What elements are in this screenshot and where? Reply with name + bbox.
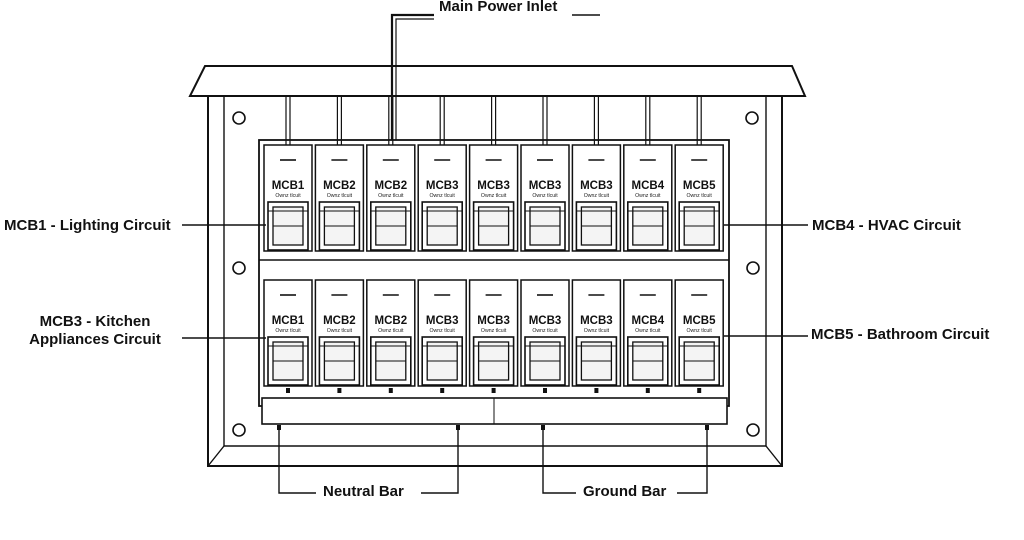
neutral-tap-right (456, 425, 460, 430)
breaker-sublabel: Ownz tlcuit (481, 193, 507, 199)
breaker-sublabel: Ownz tlcuit (635, 328, 661, 334)
main-inlet-leader (390, 13, 434, 140)
breaker-sublabel: Ownz tlcuit (481, 328, 507, 334)
bevel-corner-bl (207, 445, 225, 467)
breaker-label: MCB3 (426, 315, 459, 327)
mounting-hole-tl (232, 111, 246, 125)
top-cover (188, 65, 807, 97)
breaker-bottom-terminal (286, 388, 290, 393)
breaker-label: MCB2 (375, 180, 408, 192)
breaker-label: MCB2 (375, 315, 408, 327)
breaker-label: MCB3 (580, 180, 613, 192)
breaker-sublabel: Ownz tlcuit (430, 193, 456, 199)
neutral-tap-left (277, 425, 281, 430)
breaker-label: MCB3 (529, 180, 562, 192)
breaker-sublabel: Ownz tlcuit (327, 193, 353, 199)
breaker-label: MCB2 (323, 315, 356, 327)
ground-bar-leader-right (677, 426, 708, 494)
bevel-corner-br (765, 445, 783, 467)
breaker-bottom-terminal (491, 388, 496, 393)
breaker-label: MCB1 (272, 315, 305, 327)
mounting-hole-tr (745, 111, 759, 125)
ground-tap-left (541, 425, 545, 430)
breaker-label: MCB5 (683, 180, 716, 192)
mounting-hole-ml (232, 261, 246, 275)
mounting-hole-br (746, 423, 760, 437)
mcb4-hvac-circuit-label: MCB4 - HVAC Circuit (812, 217, 961, 235)
mounting-hole-mr (746, 261, 760, 275)
mcb3-kitchen-circuit-label: MCB3 - Kitchen Appliances Circuit (24, 313, 166, 349)
breaker-bottom-terminal (543, 388, 547, 393)
breaker-label: MCB5 (683, 315, 716, 327)
breaker-label: MCB3 (477, 315, 510, 327)
breaker-sublabel: Ownz tlcuit (430, 328, 456, 334)
breaker-sublabel: Ownz tlcuit (532, 328, 558, 334)
breaker-bottom-terminal (388, 388, 393, 393)
breaker-label: MCB3 (477, 180, 510, 192)
neutral-bar-leader-right (421, 426, 459, 494)
ground-tap-right (705, 425, 709, 430)
ground-bar-leader-left (542, 426, 576, 494)
breaker-label: MCB2 (323, 180, 356, 192)
breaker-sublabel: Ownz tlcuit (275, 193, 301, 199)
neutral-bar-leader-left (278, 426, 316, 494)
breaker-bottom-terminal (645, 388, 650, 393)
breaker-label: MCB4 (632, 315, 665, 327)
neutral-bar-label: Neutral Bar (320, 483, 407, 501)
breaker-sublabel: Ownz tlcuit (378, 328, 404, 334)
breaker-sublabel: Ownz tlcuit (687, 193, 713, 199)
breaker-label: MCB3 (529, 315, 562, 327)
breaker-sublabel: Ownz tlcuit (327, 328, 353, 334)
breaker-sublabel: Ownz tlcuit (635, 193, 661, 199)
breaker-sublabel: Ownz tlcuit (378, 193, 404, 199)
breaker-sublabel: Ownz tlcuit (532, 193, 558, 199)
breaker-label: MCB1 (272, 180, 305, 192)
mounting-hole-bl (232, 423, 246, 437)
enclosure (188, 65, 807, 467)
main-power-inlet-label: Main Power Inlet (436, 0, 561, 16)
mcb1-lighting-circuit-label: MCB1 - Lighting Circuit (4, 217, 171, 235)
main-inlet-leader-inner (395, 18, 434, 140)
ground-bar-label: Ground Bar (580, 483, 670, 501)
callout-leaders (182, 13, 808, 494)
breaker-sublabel: Ownz tlcuit (275, 328, 301, 334)
breaker-bottom-terminal (697, 388, 702, 393)
breaker-sublabel: Ownz tlcuit (584, 193, 610, 199)
breaker-sublabel: Ownz tlcuit (584, 328, 610, 334)
breaker-bottom-terminal (594, 388, 599, 393)
breaker-sublabel: Ownz tlcuit (687, 328, 713, 334)
mcb5-bathroom-circuit-label: MCB5 - Bathroom Circuit (811, 326, 990, 344)
breaker-bottom-terminal (440, 388, 445, 393)
breaker-label: MCB3 (580, 315, 613, 327)
breaker-bottom-terminal (337, 388, 342, 393)
breaker-label: MCB3 (426, 180, 459, 192)
breaker-label: MCB4 (632, 180, 665, 192)
